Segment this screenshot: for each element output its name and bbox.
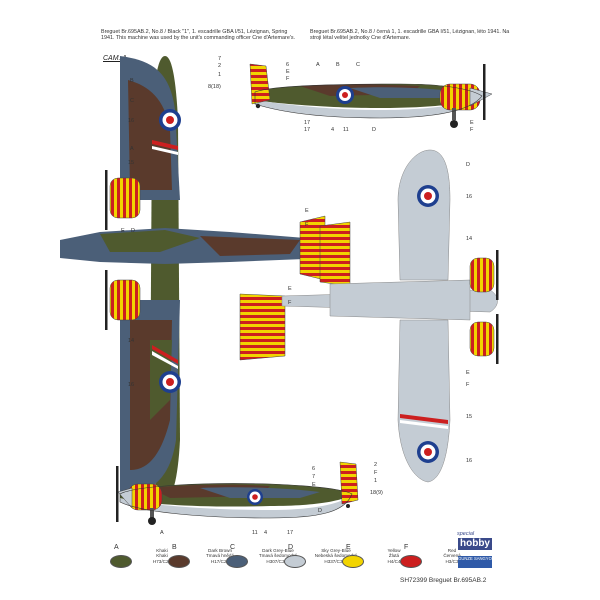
product-code: SH72399 Breguet Br.695AB.2 [400, 577, 487, 584]
callout: 8(18) [208, 84, 221, 90]
callout: 7 [218, 56, 221, 62]
callout: 2 [218, 63, 221, 69]
callout: 17 [287, 530, 293, 536]
callout: F [305, 222, 309, 228]
caption-czech: Breguet Br.695AB.2, No.8 / černá 1, 1. e… [310, 29, 510, 42]
logo-hobby: hobby [458, 538, 492, 550]
callout: E [286, 69, 290, 75]
callout: F [286, 76, 290, 82]
legend-letter: C [230, 544, 236, 551]
callout: E [121, 228, 125, 234]
callout: 16 [466, 458, 472, 464]
plan-view-under [239, 149, 499, 483]
callout: C [356, 62, 360, 68]
callout: 15 [128, 160, 134, 166]
side-view-top [249, 63, 493, 128]
callout: C [130, 98, 134, 104]
callout: 1 [374, 478, 377, 484]
callout: E [470, 120, 474, 126]
callout: 17 [304, 127, 310, 133]
camouflage-label: CAM. A [103, 55, 127, 62]
callout: E [466, 370, 470, 376]
callout: E [305, 208, 309, 214]
legend-letter: D [288, 544, 294, 551]
callout: 6 [312, 466, 315, 472]
callout: E [312, 482, 316, 488]
legend-letter: E [346, 544, 351, 551]
caption-english: Breguet Br.695AB.2, No.8 / Black "1", 1.… [101, 29, 296, 42]
side-view-bottom [116, 461, 359, 525]
logo-special: special [457, 531, 475, 537]
callout: 11 [343, 127, 349, 133]
callout: A [160, 530, 164, 536]
callout: 14 [466, 236, 472, 242]
callout: F [466, 382, 470, 388]
callout: 11 [252, 530, 258, 536]
callout: D [466, 162, 470, 168]
callout: 4 [264, 530, 267, 536]
callout: B [336, 62, 340, 68]
callout: F [470, 127, 474, 133]
color-swatch [110, 555, 132, 568]
color-swatch [400, 555, 422, 568]
callout: 16 [128, 118, 134, 124]
color-swatch [226, 555, 248, 568]
color-swatch [168, 555, 190, 568]
callout: 16 [128, 382, 134, 388]
logo-gunze: GUNZE SANGYO [458, 556, 492, 568]
callout: 14 [128, 338, 134, 344]
callout: F [288, 300, 292, 306]
color-swatch [284, 555, 306, 568]
callout: D [318, 508, 322, 514]
color-swatch [342, 555, 364, 568]
callout: A [130, 146, 134, 152]
callout: 6 [286, 62, 289, 68]
callout: 17 [304, 120, 310, 126]
callout: 7 [312, 474, 315, 480]
callout: 1 [218, 72, 221, 78]
legend-letter: F [404, 544, 409, 551]
callout-labels: 7 2 1 6 E F 8(18) A B C 17 17 4 11 D E F… [121, 56, 474, 536]
callout: 16 [466, 194, 472, 200]
callout: 4 [331, 127, 334, 133]
callout: D [131, 228, 135, 234]
callout: D [372, 127, 376, 133]
callout: B [130, 78, 134, 84]
callout: 18(9) [370, 490, 383, 496]
callout: E [288, 286, 292, 292]
legend-letter: A [114, 544, 119, 551]
legend-letter: B [172, 544, 177, 551]
callout: F [374, 470, 378, 476]
callout: 15 [466, 414, 472, 420]
plan-view-top [60, 56, 330, 500]
callout: A [316, 62, 320, 68]
callout: 2 [374, 462, 377, 468]
